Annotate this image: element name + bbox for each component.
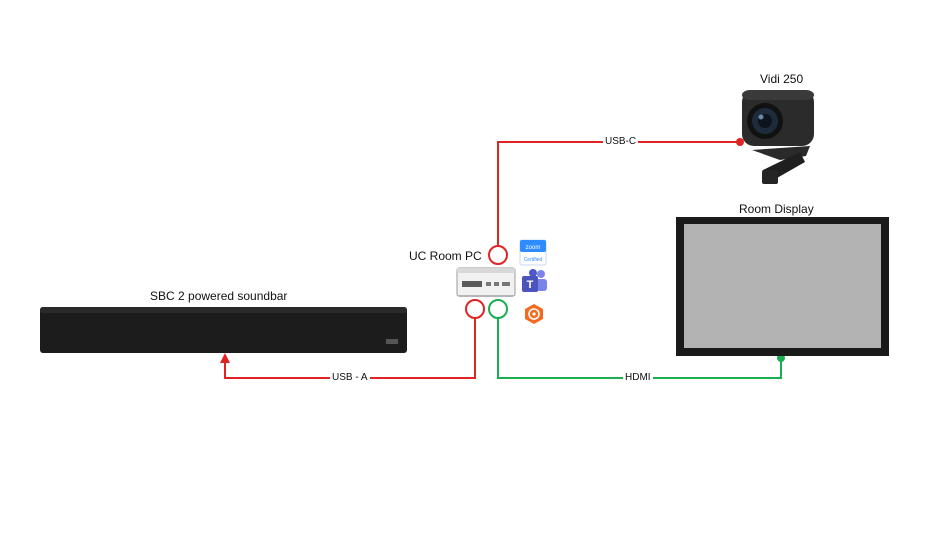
display-device — [676, 217, 889, 356]
soundbar-device — [40, 307, 407, 353]
zoom-badge-line2: Certified — [524, 257, 543, 263]
pc-usb-a-port — [465, 299, 485, 319]
camera-label: Vidi 250 — [760, 72, 804, 86]
usb-a-arrowhead — [220, 353, 230, 363]
pc-label: UC Room PC — [409, 249, 482, 263]
zoom-badge-line1: zoom — [526, 245, 541, 251]
camera-device — [742, 90, 814, 184]
svg-text:T: T — [527, 279, 534, 291]
usb-a-label: USB - A — [330, 372, 370, 383]
usb-c-label: USB-C — [603, 136, 639, 147]
pc-device — [456, 267, 516, 297]
display-label: Room Display — [739, 202, 814, 216]
usb-c-camera-port — [736, 138, 744, 146]
zoom-certified-icon: zoom Certified — [519, 239, 547, 266]
usb-c-cable — [497, 141, 740, 248]
soundbar-label: SBC 2 powered soundbar — [150, 289, 288, 303]
pc-usb-c-port — [488, 245, 508, 265]
hdmi-label: HDMI — [623, 372, 653, 383]
webex-icon — [525, 304, 543, 324]
teams-icon: T — [522, 269, 547, 292]
pc-hdmi-port — [488, 299, 508, 319]
